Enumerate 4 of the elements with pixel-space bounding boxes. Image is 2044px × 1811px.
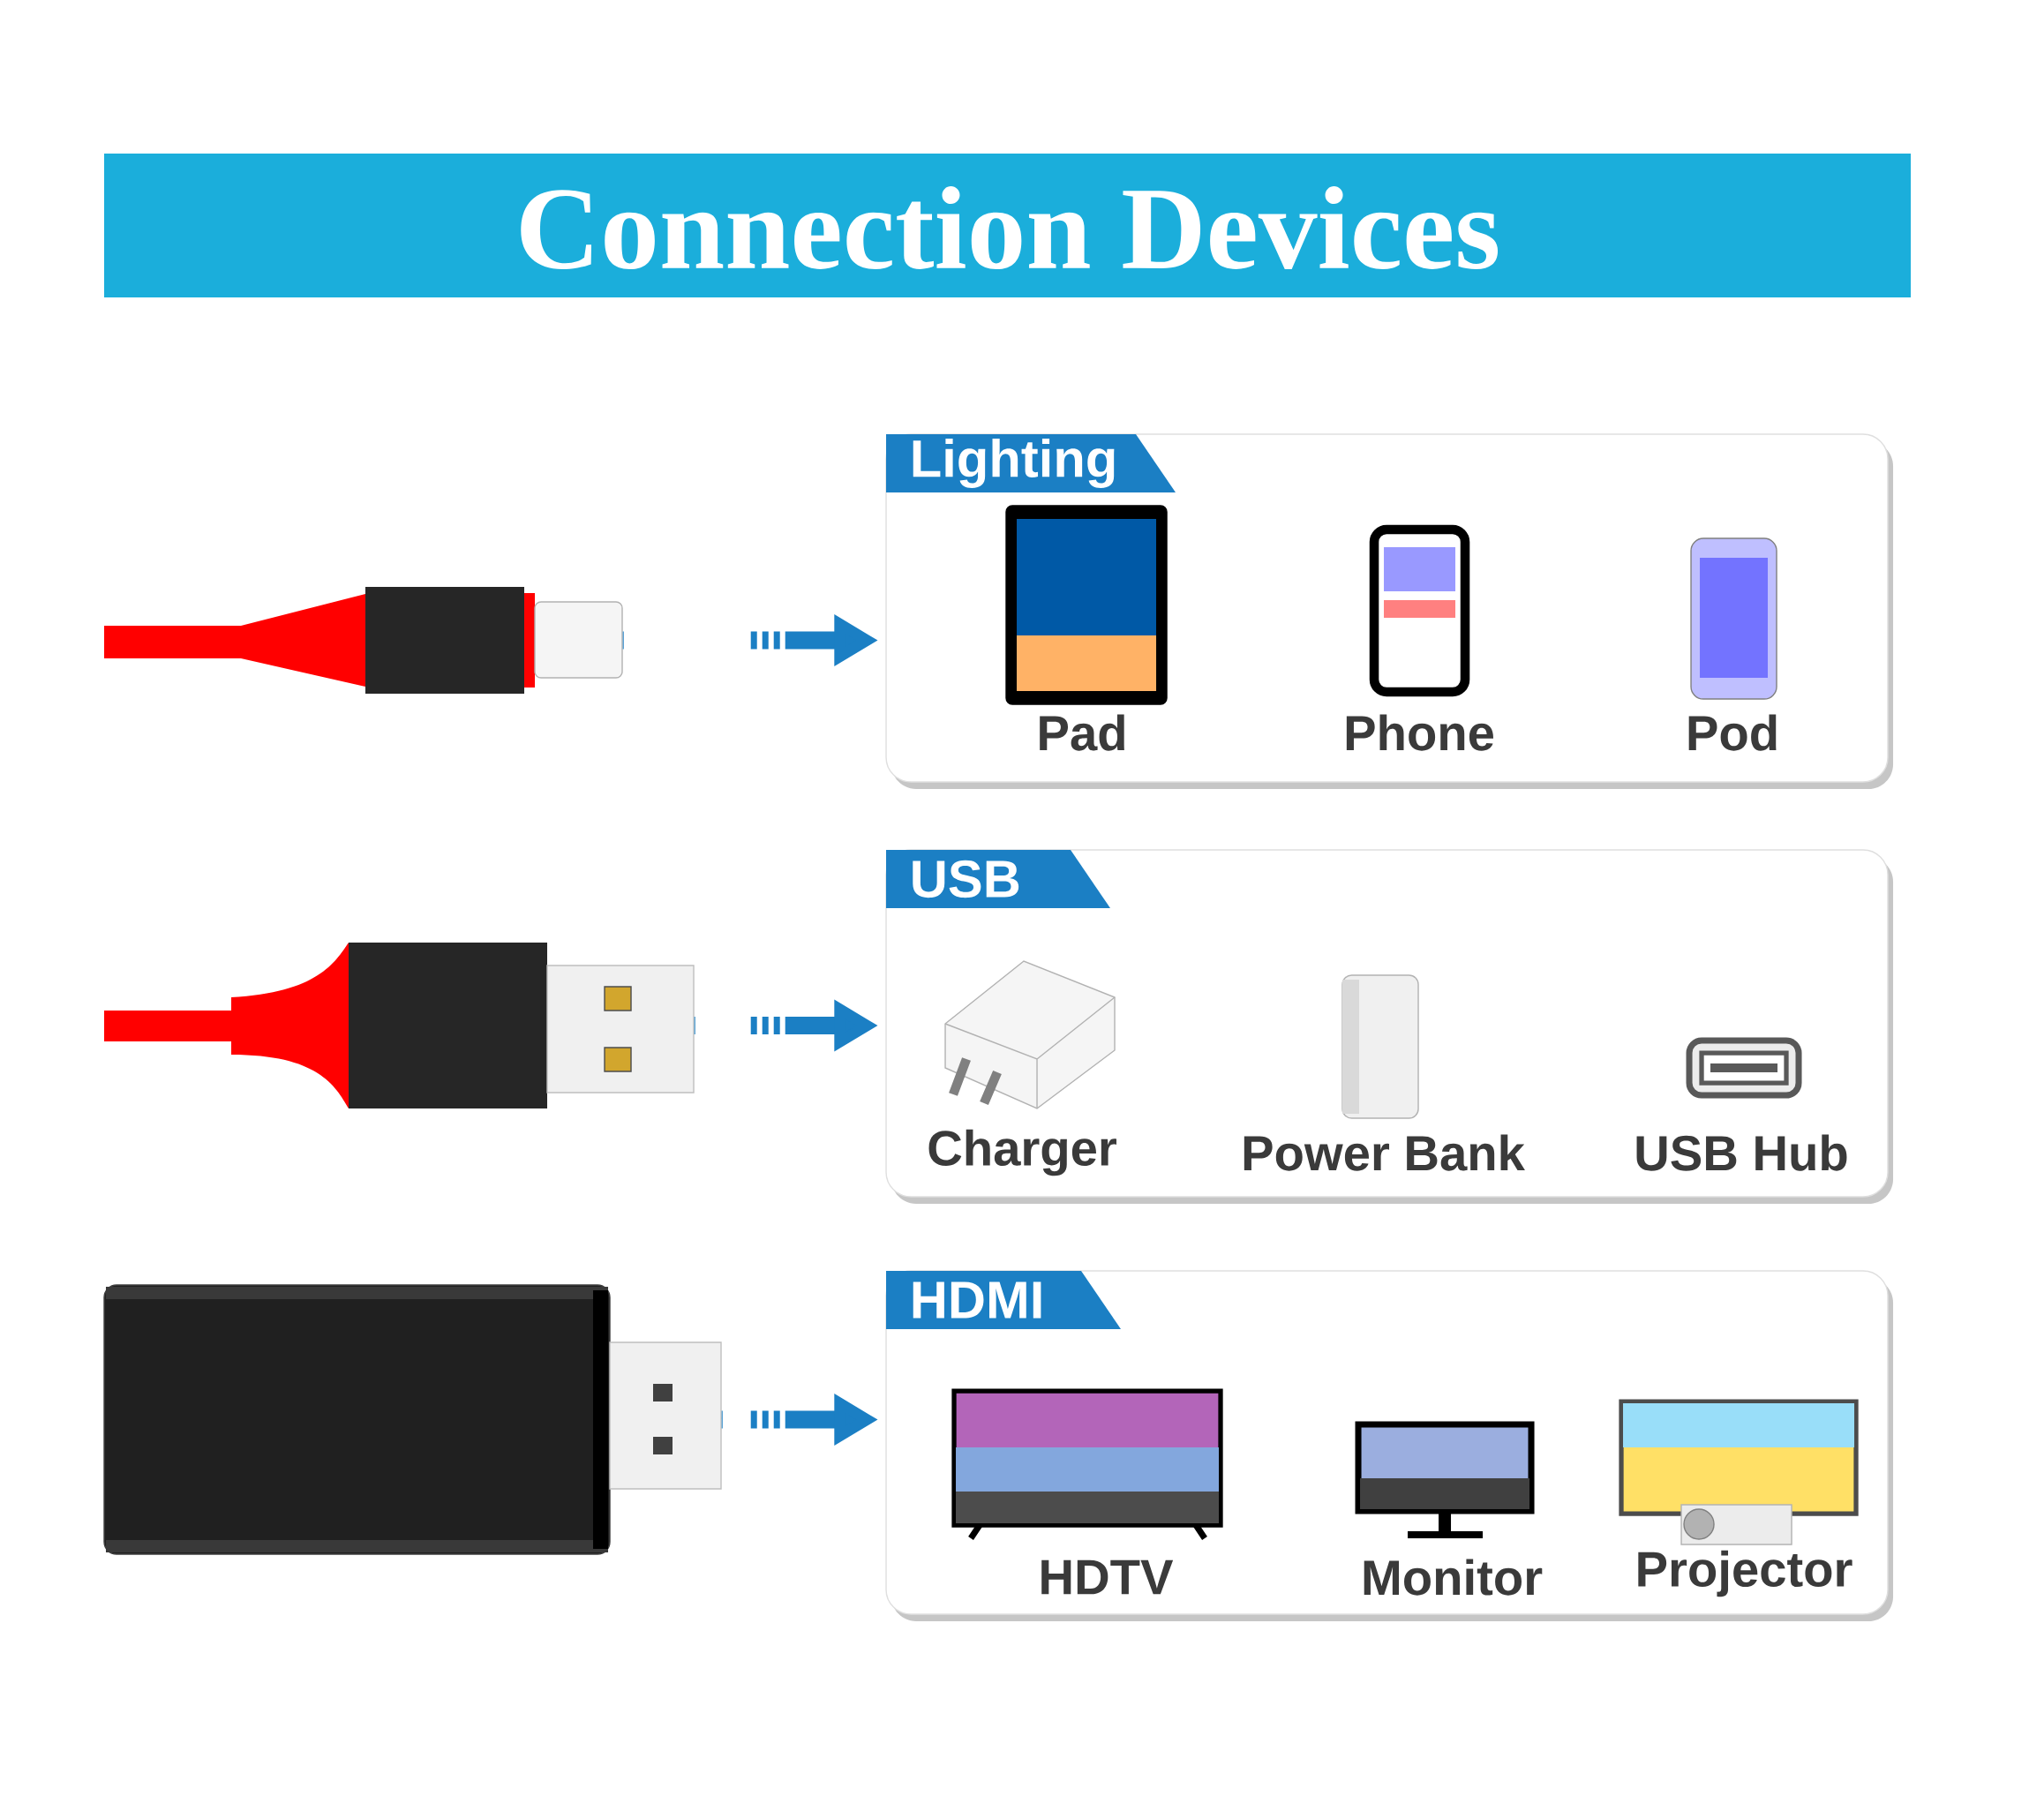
title-banner: Connection Devices [104,154,1912,297]
cable-drawing [104,587,623,694]
cable-drawing [104,943,695,1108]
hdmi-adapter-drawing [103,1284,722,1555]
